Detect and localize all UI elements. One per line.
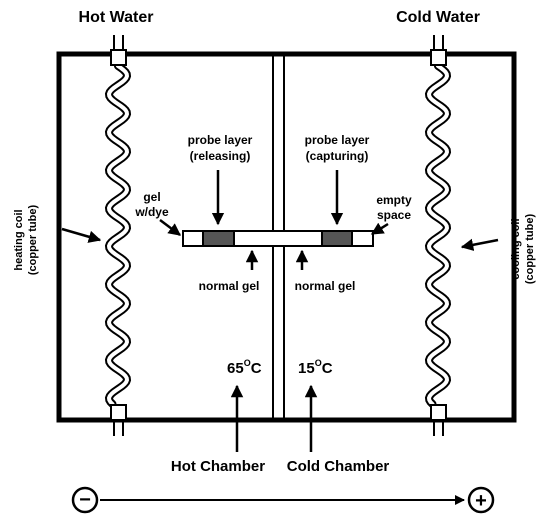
hot-outlet-port (110, 404, 127, 421)
gel-strip (182, 230, 374, 247)
arrow-empty-space (370, 222, 389, 236)
normal-gel-right-label: normal gel (295, 279, 356, 293)
probe-layer-capturing (321, 230, 353, 247)
svg-text:probe layer: probe layer (188, 133, 253, 147)
empty-space-label: empty space (376, 193, 412, 222)
cooling-coil (424, 35, 452, 436)
svg-text:(copper tube): (copper tube) (524, 214, 536, 285)
chamber-box (56, 51, 517, 423)
svg-text:(copper tube): (copper tube) (27, 205, 39, 276)
hot-temperature: 65OC (227, 358, 262, 377)
arrow-cooling-coil (460, 238, 499, 251)
cooling-coil-label: cooling coil (copper tube) (510, 214, 536, 285)
svg-text:(releasing): (releasing) (190, 149, 251, 163)
heating-coil (104, 35, 132, 436)
cold-temperature: 15OC (298, 358, 333, 377)
svg-text:heating coil: heating coil (13, 209, 25, 270)
probe-releasing-label: probe layer (releasing) (188, 133, 253, 163)
cold-outlet-port (430, 404, 447, 421)
arrow-gel-dye (159, 219, 181, 236)
cold-chamber-label: Cold Chamber (287, 458, 390, 475)
heating-coil-label: heating coil (copper tube) (13, 205, 39, 276)
probe-layer-releasing (202, 230, 235, 247)
svg-text:w/dye: w/dye (134, 205, 169, 219)
probe-capturing-label: probe layer (capturing) (305, 133, 370, 163)
svg-text:(capturing): (capturing) (306, 149, 369, 163)
svg-text:probe layer: probe layer (305, 133, 370, 147)
positive-electrode: + (467, 486, 495, 514)
cold-water-label: Cold Water (396, 9, 480, 26)
svg-text:cooling coil: cooling coil (510, 218, 522, 279)
svg-text:+: + (475, 490, 487, 512)
svg-text:−: − (79, 489, 91, 511)
hot-inlet-port (110, 49, 127, 66)
normal-gel-left-label: normal gel (199, 279, 260, 293)
svg-text:space: space (377, 208, 411, 222)
svg-text:gel: gel (143, 190, 160, 204)
svg-text:empty: empty (376, 193, 412, 207)
hot-water-label: Hot Water (79, 9, 154, 26)
arrow-heating-coil (61, 227, 102, 243)
hot-chamber-label: Hot Chamber (171, 458, 265, 475)
negative-electrode: − (71, 486, 99, 514)
cold-inlet-port (430, 49, 447, 66)
gel-dye-label: gel w/dye (134, 190, 169, 219)
